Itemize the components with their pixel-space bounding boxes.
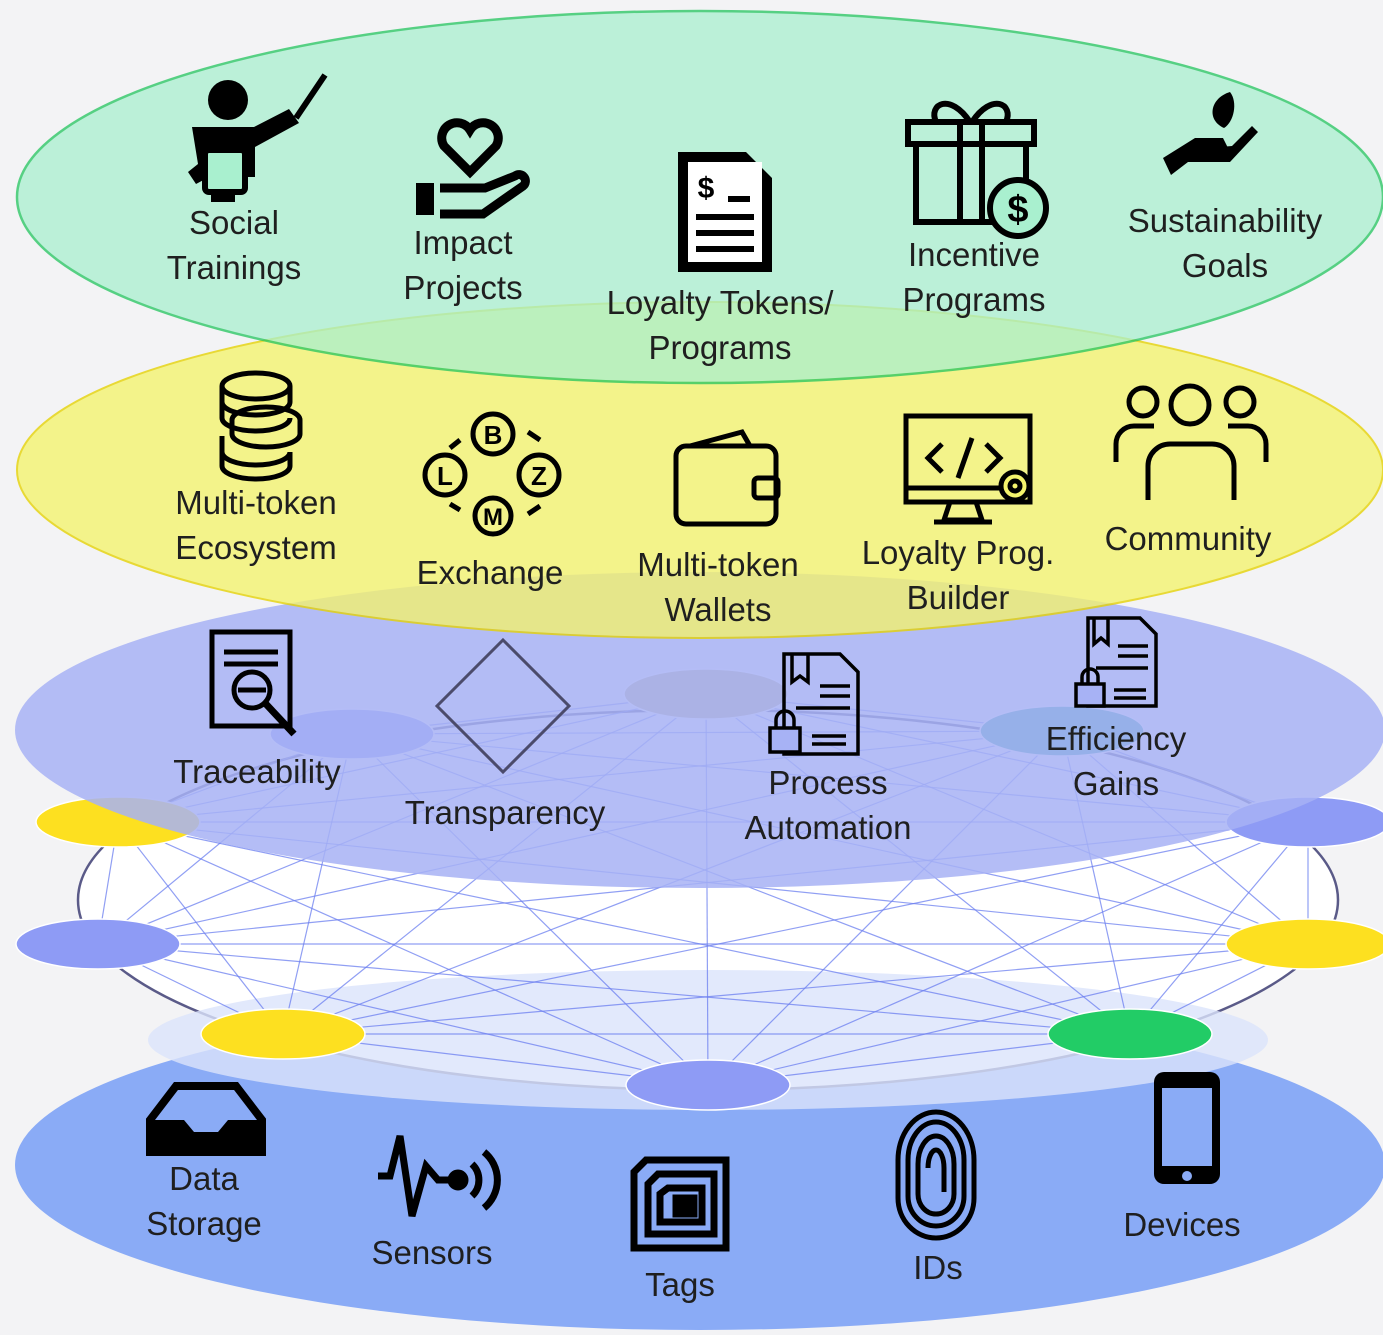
gift-dollar-icon: $ (905, 100, 1049, 239)
dollar-document-icon: $ (678, 152, 772, 272)
network-edge (282, 943, 1309, 1035)
label-devices: Devices (1123, 1206, 1241, 1243)
label-loyalty-tokens: Loyalty Tokens/Programs (606, 284, 834, 366)
svg-text:Z: Z (531, 461, 547, 491)
network-edge (1129, 821, 1309, 1035)
inbox-tray-icon (146, 1082, 266, 1156)
blockchain-layer-ellipse (15, 572, 1383, 888)
svg-text:L: L (437, 461, 453, 491)
network-edge (117, 821, 709, 1086)
hand-leaf-icon (1163, 92, 1258, 175)
network-edge (117, 821, 284, 1035)
label-loyalty-prog-builder: Loyalty Prog.Builder (861, 534, 1055, 616)
hand-heart-icon (416, 118, 530, 219)
document-search-icon (209, 629, 297, 737)
network-node-yellow (1225, 918, 1383, 970)
smartphone-icon (1154, 1072, 1220, 1184)
network-node-purple (625, 1059, 791, 1111)
community-people-icon (1113, 383, 1269, 500)
label-ids: IDs (913, 1249, 963, 1286)
network-node-yellow (200, 1008, 366, 1060)
svg-text:$: $ (698, 172, 715, 205)
diamond-icon (434, 637, 572, 775)
wallet-icon (673, 429, 781, 527)
svg-text:B: B (484, 420, 503, 450)
crypto-exchange-icon: B L Z M (422, 411, 562, 537)
locked-contract-icon (768, 652, 860, 756)
network-edge (707, 821, 1309, 1086)
rfid-tag-icon (630, 1156, 730, 1252)
network-edge (117, 821, 1131, 1035)
network-node-purple (15, 918, 181, 970)
network-edge (282, 821, 1309, 1035)
svg-text:M: M (483, 504, 503, 531)
network-node-green (1047, 1008, 1213, 1060)
label-sensors: Sensors (371, 1234, 493, 1271)
code-monitor-gear-icon (903, 413, 1033, 525)
teacher-pointer-icon (188, 73, 328, 202)
label-transparency: Transparency (404, 794, 606, 831)
locked-contract-icon-2 (1074, 616, 1158, 708)
label-tags: Tags (645, 1266, 715, 1303)
network-edge (97, 943, 709, 1086)
network-edge (707, 943, 1309, 1086)
coin-stack-icon (219, 370, 303, 482)
label-community: Community (1104, 520, 1272, 557)
network-edge (97, 943, 1131, 1035)
label-traceability: Traceability (173, 753, 341, 790)
fingerprint-icon (895, 1109, 977, 1241)
sensor-pulse-icon (378, 1135, 501, 1217)
svg-text:$: $ (1007, 189, 1028, 231)
label-exchange: Exchange (416, 554, 564, 591)
